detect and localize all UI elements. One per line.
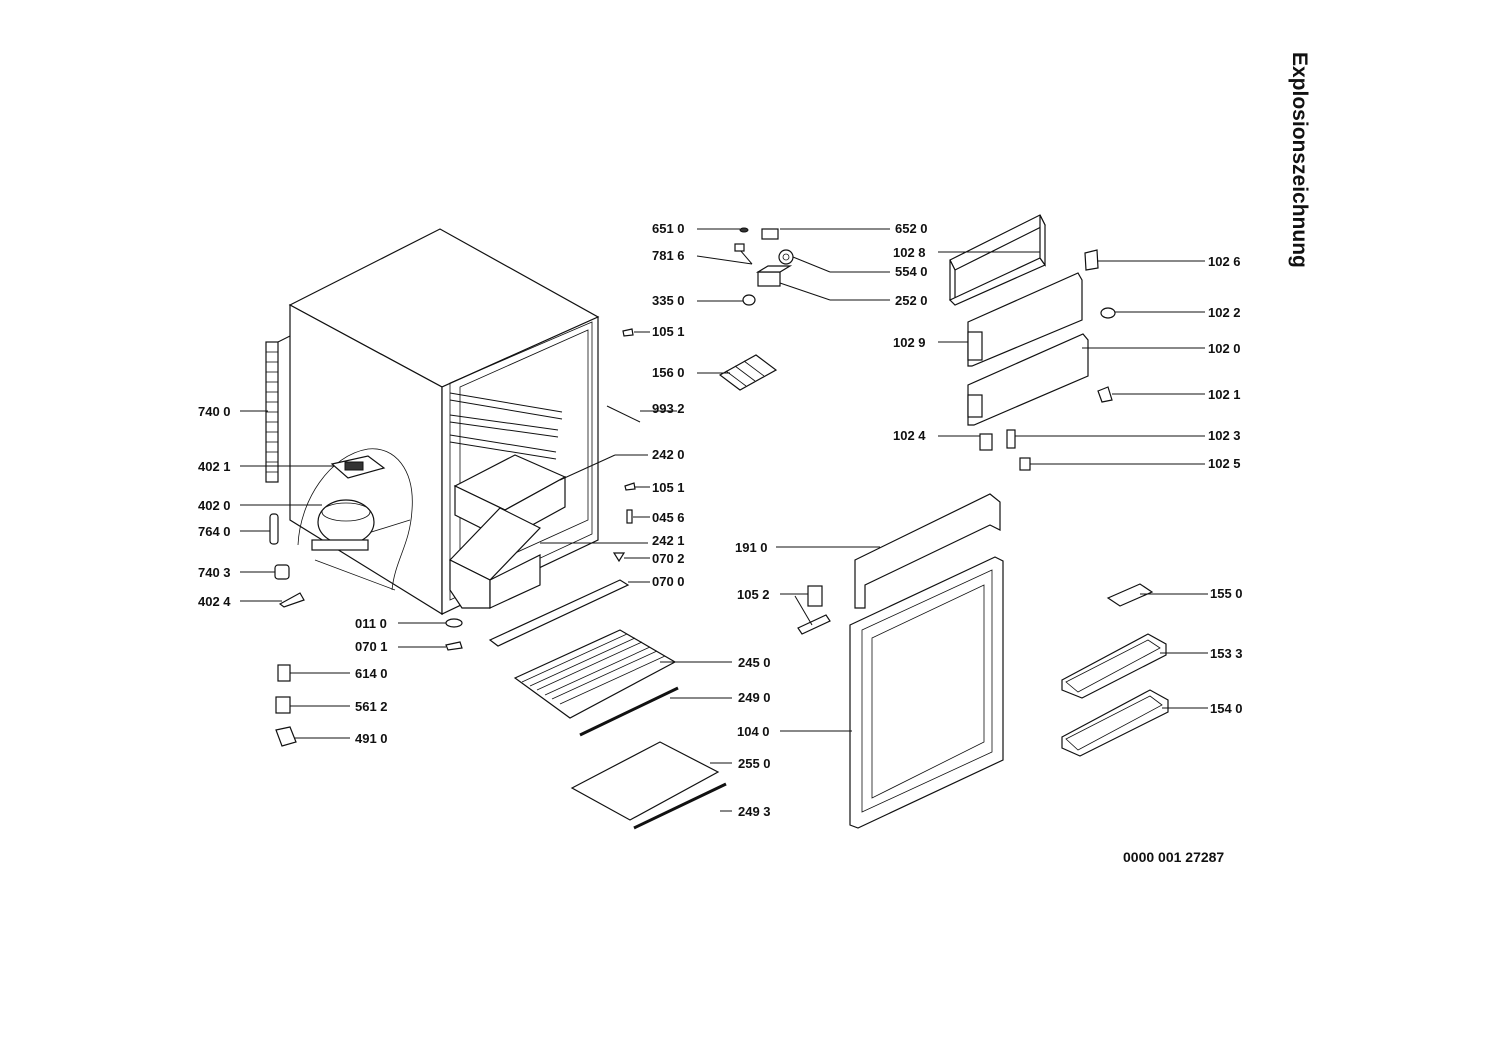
label-993-2: 993 2 bbox=[652, 401, 685, 416]
part-labels: 651 0 652 0 781 6 554 0 335 0 252 0 105 … bbox=[198, 221, 1243, 819]
label-249-0: 249 0 bbox=[738, 690, 771, 705]
lamp-switch-group bbox=[734, 227, 794, 306]
hinge-part-2 bbox=[275, 696, 291, 714]
label-781-6: 781 6 bbox=[652, 248, 685, 263]
diagram-title: Explosionszeichnung bbox=[1288, 52, 1311, 268]
hinge-part bbox=[277, 664, 291, 682]
evaporator-rail bbox=[488, 579, 630, 647]
label-155-0: 155 0 bbox=[1210, 586, 1243, 601]
spacer-part bbox=[979, 433, 993, 451]
latch-part bbox=[1084, 249, 1099, 271]
label-102-3: 102 3 bbox=[1208, 428, 1241, 443]
screw-part bbox=[622, 328, 634, 337]
label-102-9: 102 9 bbox=[893, 335, 926, 350]
label-335-0: 335 0 bbox=[652, 293, 685, 308]
cover-part bbox=[275, 726, 297, 747]
knob-part bbox=[1100, 307, 1116, 319]
label-154-0: 154 0 bbox=[1210, 701, 1243, 716]
document-number: 0000 001 27287 bbox=[1123, 849, 1224, 865]
pin-part bbox=[626, 509, 633, 524]
label-554-0: 554 0 bbox=[895, 264, 928, 279]
label-561-2: 561 2 bbox=[355, 699, 388, 714]
label-102-1: 102 1 bbox=[1208, 387, 1241, 402]
label-652-0: 652 0 bbox=[895, 221, 928, 236]
relay-box bbox=[330, 455, 386, 479]
sensor-probe bbox=[606, 405, 641, 423]
label-491-0: 491 0 bbox=[355, 731, 388, 746]
label-255-0: 255 0 bbox=[738, 756, 771, 771]
door-assembly bbox=[797, 493, 1004, 829]
clip-part-2 bbox=[445, 641, 463, 651]
clip-part bbox=[278, 592, 305, 608]
label-651-0: 651 0 bbox=[652, 221, 685, 236]
label-102-8: 102 8 bbox=[893, 245, 926, 260]
label-102-4: 102 4 bbox=[893, 428, 926, 443]
label-102-5: 102 5 bbox=[1208, 456, 1241, 471]
label-614-0: 614 0 bbox=[355, 666, 388, 681]
label-105-1-b: 105 1 bbox=[652, 480, 685, 495]
door-bins bbox=[1061, 583, 1169, 757]
cap-part bbox=[612, 552, 626, 563]
crisper-drawers bbox=[449, 454, 567, 609]
drain-cap bbox=[445, 618, 463, 628]
label-105-1-a: 105 1 bbox=[652, 324, 685, 339]
label-740-0: 740 0 bbox=[198, 404, 231, 419]
label-249-3: 249 3 bbox=[738, 804, 771, 819]
filter-drier bbox=[269, 513, 279, 545]
glass-shelf bbox=[570, 741, 720, 821]
label-070-2: 070 2 bbox=[652, 551, 685, 566]
label-252-0: 252 0 bbox=[895, 293, 928, 308]
glass-trim bbox=[633, 782, 727, 830]
label-011-0: 011 0 bbox=[355, 616, 387, 631]
label-764-0: 764 0 bbox=[198, 524, 231, 539]
label-242-0: 242 0 bbox=[652, 447, 685, 462]
grommet bbox=[274, 564, 290, 580]
label-156-0: 156 0 bbox=[652, 365, 685, 380]
hinge-cap bbox=[1097, 386, 1113, 403]
label-070-1: 070 1 bbox=[355, 639, 388, 654]
label-242-1: 242 1 bbox=[652, 533, 685, 548]
freezer-door-gasket bbox=[948, 214, 1046, 306]
label-105-2: 105 2 bbox=[737, 587, 770, 602]
label-402-0: 402 0 bbox=[198, 498, 231, 513]
label-102-6: 102 6 bbox=[1208, 254, 1241, 269]
label-153-3: 153 3 bbox=[1210, 646, 1243, 661]
label-191-0: 191 0 bbox=[735, 540, 768, 555]
condenser-coil bbox=[265, 335, 291, 483]
label-245-0: 245 0 bbox=[738, 655, 771, 670]
fridge-cabinet bbox=[288, 228, 600, 616]
shelf-trim bbox=[579, 686, 679, 737]
label-070-0: 070 0 bbox=[652, 574, 685, 589]
freezer-door bbox=[967, 272, 1089, 426]
spacer-part-3 bbox=[1019, 457, 1031, 471]
label-402-4: 402 4 bbox=[198, 594, 231, 609]
label-102-2: 102 2 bbox=[1208, 305, 1241, 320]
wire-shelf bbox=[513, 629, 677, 719]
label-402-1: 402 1 bbox=[198, 459, 231, 474]
label-045-6: 045 6 bbox=[652, 510, 685, 525]
leader-lines bbox=[240, 228, 1208, 812]
compressor bbox=[311, 499, 375, 551]
spacer-part-2 bbox=[1006, 429, 1016, 449]
label-102-0: 102 0 bbox=[1208, 341, 1241, 356]
label-104-0: 104 0 bbox=[737, 724, 770, 739]
screw-part-2 bbox=[624, 482, 636, 491]
label-740-3: 740 3 bbox=[198, 565, 231, 580]
